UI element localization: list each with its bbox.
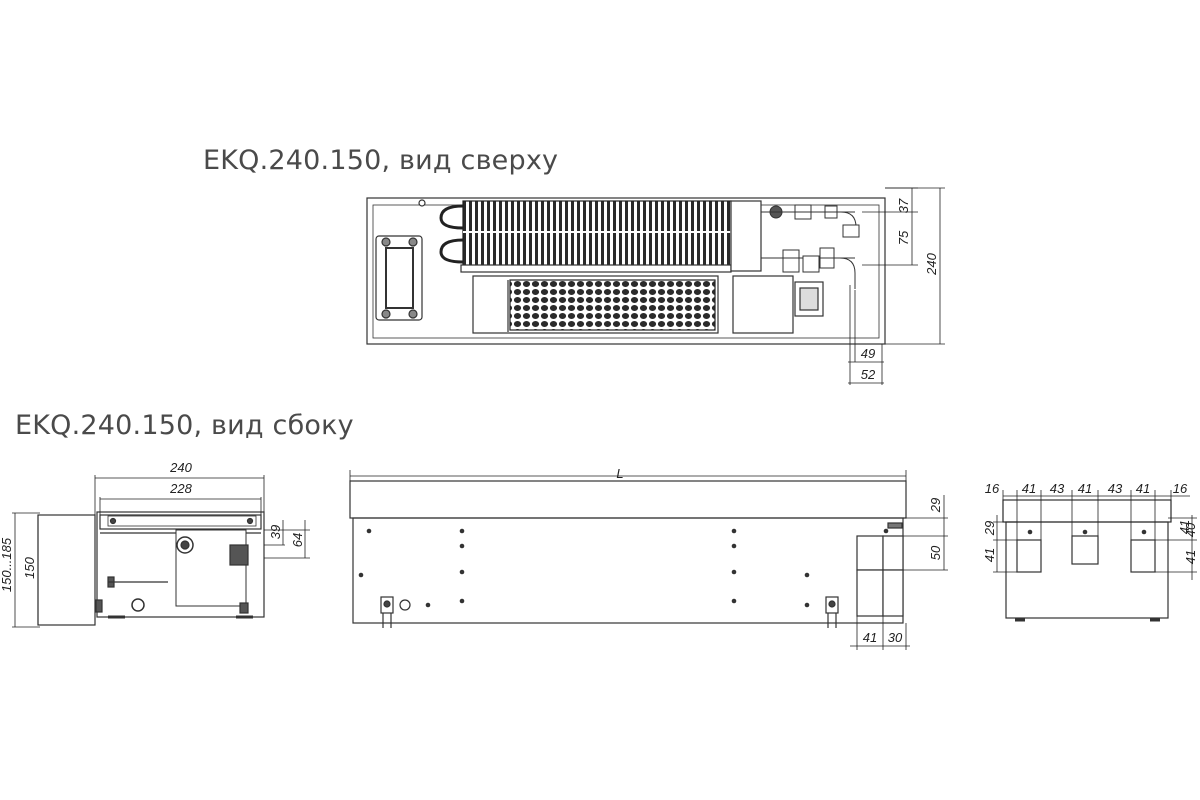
top-view-dims [848,187,945,385]
dim-length: L [616,466,623,481]
dim-43-a: 43 [1050,481,1065,496]
dim-240-side: 240 [169,460,192,475]
dim-29-end: 29 [982,521,997,536]
dim-39: 39 [268,525,283,539]
trough-outer [366,197,886,345]
cross-section-dims [12,475,310,628]
dim-41-a: 41 [1022,481,1036,496]
leveling-foot-left [380,596,411,628]
housing [96,511,265,618]
pipe-outlets [856,535,904,617]
dim-41-c: 41 [1136,481,1150,496]
end-view-dims [993,490,1197,580]
junction-box [375,235,423,321]
dim-41-b: 41 [1078,481,1092,496]
length-view [349,480,907,628]
mount-hole [418,199,426,207]
dim-40: 40 [1183,522,1198,537]
grille-top [349,480,907,519]
dim-150-185: 150...185 [0,537,14,592]
dim-41-right-bottom: 41 [1183,550,1198,564]
dim-240-top: 240 [924,252,939,275]
dim-49: 49 [861,346,875,361]
length-view-dims [349,470,948,650]
dim-37: 37 [896,198,911,213]
control-box [732,275,824,334]
end-view [1002,499,1172,622]
dim-29-length: 29 [928,498,943,513]
dim-43-b: 43 [1108,481,1123,496]
floor-wall [37,514,96,626]
side-view-title: EKQ.240.150, вид сбоку [15,410,354,441]
dim-52: 52 [861,367,876,382]
length-housing [352,517,904,624]
dim-16-right: 16 [1173,481,1188,496]
end-grille [1002,499,1172,523]
dim-64: 64 [290,533,305,547]
dim-41-length: 41 [863,630,877,645]
dim-228: 228 [169,481,192,496]
dim-50: 50 [928,545,943,560]
dim-150: 150 [22,556,37,578]
top-view-title: EKQ.240.150, вид сверху [203,145,559,176]
dim-75: 75 [896,230,911,245]
fan-grille [472,275,719,334]
leveling-foot-right [825,596,839,628]
mount-holes [358,528,889,608]
top-view [366,197,886,345]
dim-30: 30 [888,630,903,645]
dim-41-right-top: 41 [1177,520,1192,534]
dim-16-left: 16 [985,481,1000,496]
cross-section-view [37,511,265,626]
dim-41-left-vertical: 41 [982,548,997,562]
valve-group [761,204,860,289]
end-housing [1005,521,1169,619]
heat-exchanger [439,200,762,273]
